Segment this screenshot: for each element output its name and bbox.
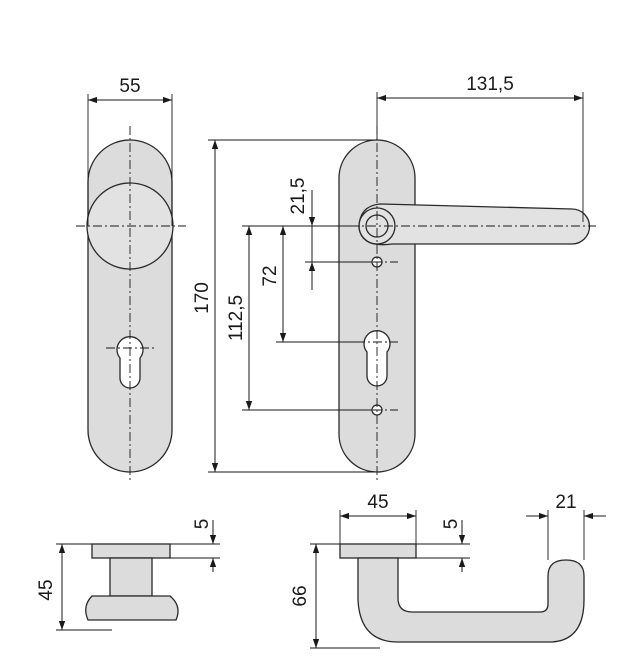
dimension-lever-projection: 131,5 xyxy=(376,74,584,222)
dimension-label-55: 55 xyxy=(119,76,140,97)
knob-plate-front-view xyxy=(76,126,186,480)
dimension-label-5-knob: 5 xyxy=(192,519,213,530)
dimension-label-66: 66 xyxy=(290,585,311,606)
lever-side-handle xyxy=(357,557,585,643)
lever-side-rose xyxy=(339,543,417,559)
dimension-label-72: 72 xyxy=(260,265,281,286)
knob-cylinder-keyhole xyxy=(116,336,144,389)
knob-side-neck xyxy=(109,557,153,597)
dimension-label-170: 170 xyxy=(192,282,213,314)
dimension-plate-height: 170 xyxy=(192,139,375,473)
dimension-lever-grip-diameter: 21 xyxy=(526,492,606,560)
knob-side-head xyxy=(85,595,179,621)
lever-cylinder-keyhole xyxy=(363,330,391,387)
dimension-label-45-knob: 45 xyxy=(36,579,57,600)
dimension-label-21: 21 xyxy=(555,492,576,513)
dimension-label-131-5: 131,5 xyxy=(466,74,514,95)
dimension-lever-rose-thickness: 5 xyxy=(416,519,470,572)
lever-side-view xyxy=(339,543,585,643)
dimension-lever-depth: 66 xyxy=(290,543,380,649)
dimension-handle-to-cylinder: 72 xyxy=(260,226,362,343)
dimension-handle-to-upper-screw: 21,5 xyxy=(288,178,372,290)
dimension-label-21-5: 21,5 xyxy=(288,178,309,215)
dimension-label-112-5: 112,5 xyxy=(226,295,247,341)
dimension-label-5-lever: 5 xyxy=(441,519,462,530)
dimension-knob-depth: 45 xyxy=(36,543,112,631)
dimension-lever-rose-width: 45 xyxy=(339,492,417,544)
knob-side-view xyxy=(85,543,179,621)
dimension-handle-to-lower-screw: 112,5 xyxy=(226,225,372,411)
dimension-knob-rose-thickness: 5 xyxy=(170,519,220,572)
dimension-knob-width: 55 xyxy=(87,76,173,226)
lever-plate-front-view xyxy=(338,126,596,480)
knob-side-rose xyxy=(91,543,171,559)
dimension-label-45-lever: 45 xyxy=(367,492,388,513)
